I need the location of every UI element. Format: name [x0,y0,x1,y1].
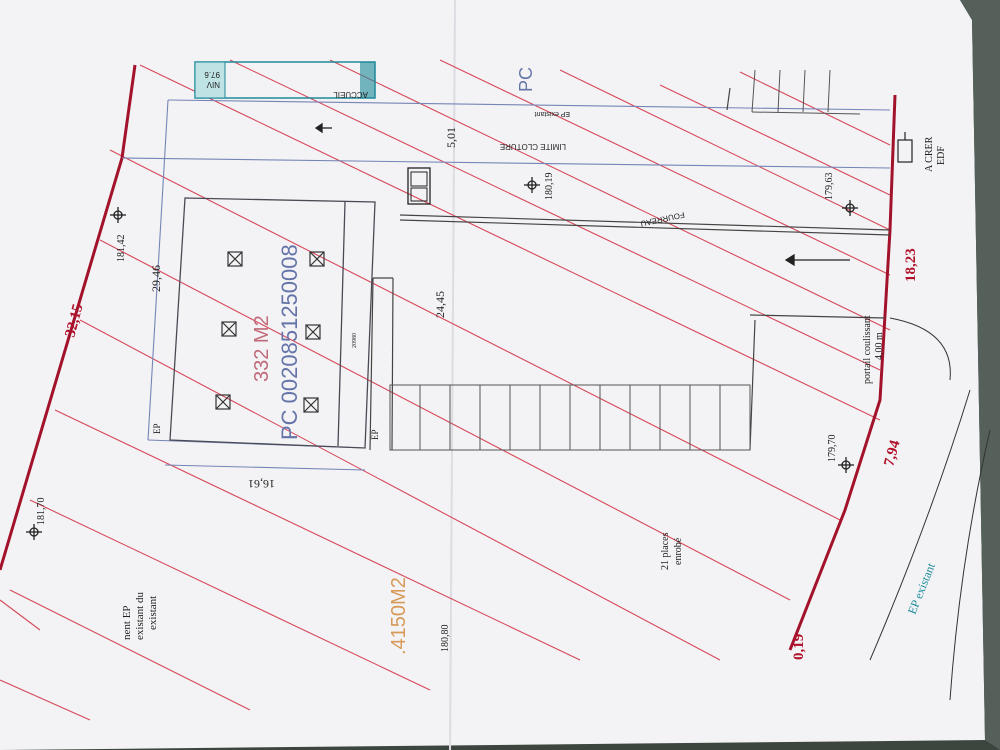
level-181-42: 181,42 [116,235,127,263]
dimension-16-61: 16,61 [248,477,275,491]
dimension-29-46: 29,46 [149,265,163,292]
small-block-label-1: 97.6 [204,70,220,79]
fence-limit-label: LIMITE CLOTURE [500,142,566,151]
existing-ep-top-label: EP existant [535,110,570,117]
edf-box-icon [897,132,913,163]
ep-right-label: EP [370,429,380,440]
note-line-3: existant [147,596,159,630]
note-line-2: existant du [134,592,146,640]
road-edge [869,389,971,661]
plot-hatching [0,59,891,721]
parking-stalls [389,69,861,451]
sliding-gate-label-1: portail coulissant [862,315,873,384]
edf-label-2: EDF [936,146,947,165]
dimension-0-19: 0,19 [791,634,807,660]
level-180-19: 180,19 [544,173,555,201]
parking-count-label: 21 places [660,532,671,570]
parking-surface-label: enrobé [673,537,684,565]
dimension-5-01: 5,01 [444,127,458,148]
pc-label: PC [516,67,536,92]
existing-building-block [194,61,376,99]
plot-area-label: .4150M2 [388,577,410,655]
roof-vents [215,251,325,413]
desk-edge [960,0,1000,750]
building-area-label: 332 M2 [251,315,273,382]
dimension-18-23: 18,23 [903,248,919,282]
plan-lines [121,99,891,471]
level-180-80: 180,80 [440,625,451,653]
dimension-24-45: 24,45 [433,291,447,318]
level-179-63: 179,63 [824,173,835,201]
road-edge-outer [949,429,991,701]
sliding-gate-label-2: 4,00 m [874,332,885,360]
dimension-7-94: 7,94 [881,438,903,468]
edf-label-1: A CRER [924,136,935,172]
parking-sign-icon [407,167,431,205]
level-181-70: 181,70 [36,498,47,526]
note-line-1: nent EP [121,605,133,640]
access-road [369,87,891,451]
dimension-inner: 20980 [352,333,358,348]
level-179-70: 179,70 [827,435,838,463]
reception-label: ACCUEIL [333,90,368,99]
level-markers [26,177,858,540]
small-block-label-2: NIV [206,80,220,89]
gate-swing [889,317,951,381]
flow-arrows [314,122,850,267]
permit-number-label: PC 0020851250008 [277,244,302,440]
building-outline [169,197,376,449]
ep-left-label: EP [152,423,162,434]
paper-fold [449,0,456,750]
